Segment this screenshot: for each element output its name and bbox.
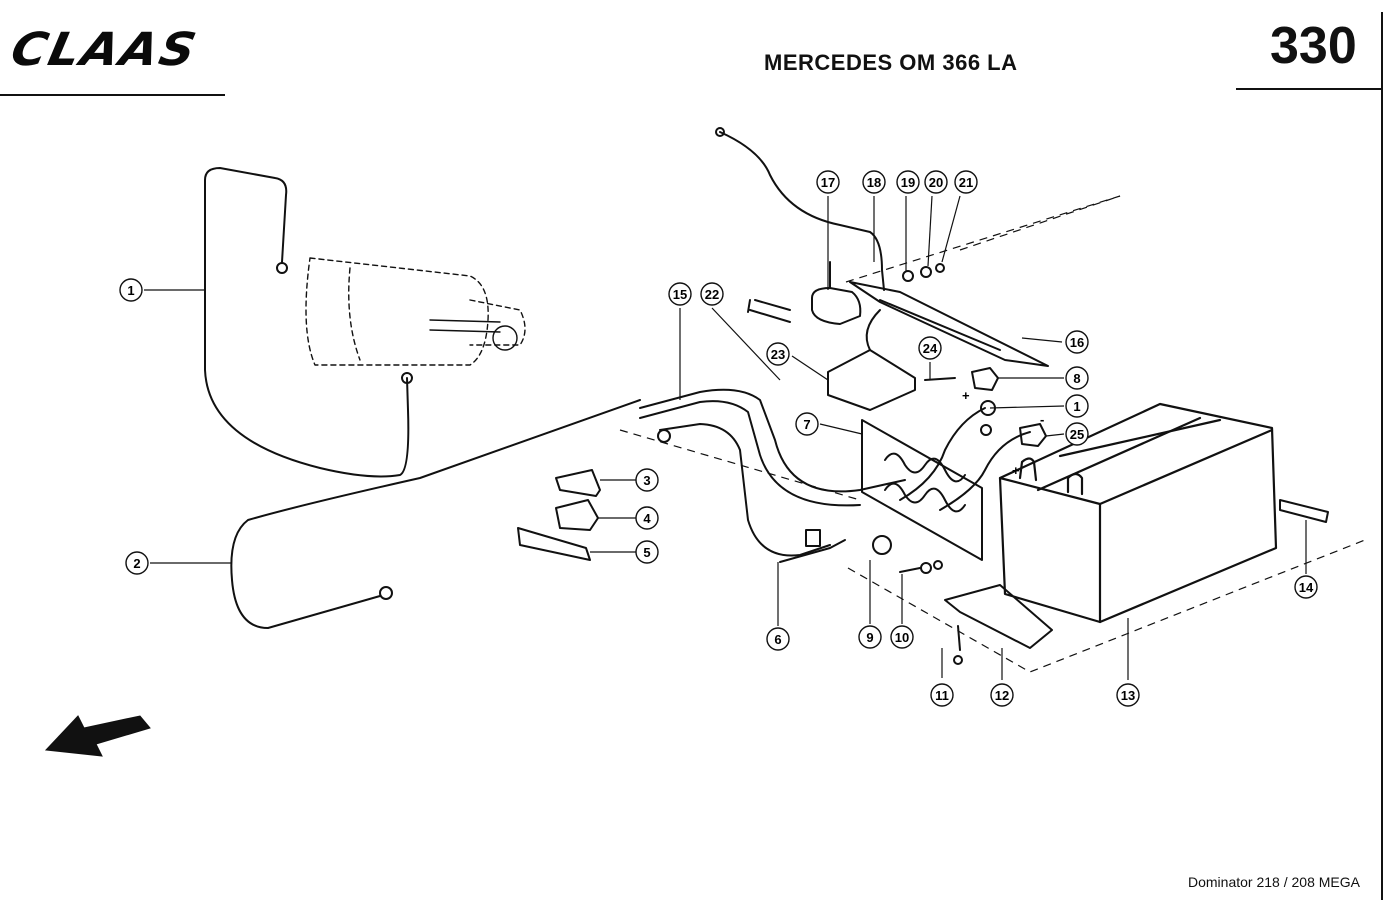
callout-19: 19 bbox=[896, 170, 920, 194]
callout-1-battery: 1 bbox=[1065, 394, 1089, 418]
washer-21 bbox=[935, 263, 945, 273]
callout-12: 12 bbox=[990, 683, 1014, 707]
callout-label: 23 bbox=[771, 347, 785, 362]
washer-19 bbox=[902, 270, 914, 282]
callout-label: 4 bbox=[643, 511, 651, 526]
battery-plus-mark: + bbox=[1012, 463, 1020, 478]
callout-1: 1 bbox=[119, 278, 143, 302]
callout-label: 22 bbox=[705, 287, 719, 302]
battery-13 bbox=[998, 402, 1278, 624]
callout-label: 24 bbox=[923, 341, 938, 356]
part-9-grommet bbox=[872, 535, 892, 555]
callout-2: 2 bbox=[125, 551, 149, 575]
plus-terminal-mark: + bbox=[962, 388, 970, 403]
cable-1-battery bbox=[899, 407, 986, 501]
callout-label: 9 bbox=[866, 630, 873, 645]
footer-model: Dominator 218 / 208 MEGA bbox=[1188, 874, 1360, 890]
cable-2 bbox=[230, 399, 641, 629]
cable-6-junction bbox=[779, 539, 846, 563]
part-25-clamp bbox=[1019, 423, 1047, 447]
callout-label: 15 bbox=[673, 287, 687, 302]
callout-label: 13 bbox=[1121, 688, 1135, 703]
callout-18: 18 bbox=[862, 170, 886, 194]
part-17-switch bbox=[747, 261, 862, 325]
cable-upper bbox=[719, 131, 885, 291]
starter-motor bbox=[305, 257, 526, 366]
part-23-box bbox=[827, 349, 916, 411]
callout-label: 16 bbox=[1070, 335, 1084, 350]
leader-lines bbox=[144, 195, 1307, 680]
callout-24: 24 bbox=[918, 336, 942, 360]
callout-5: 5 bbox=[635, 540, 659, 564]
callout-label: 14 bbox=[1299, 580, 1314, 595]
callout-16: 16 bbox=[1065, 330, 1089, 354]
callout-17: 17 bbox=[816, 170, 840, 194]
callout-label: 1 bbox=[127, 283, 134, 298]
callout-label: 10 bbox=[895, 630, 909, 645]
cable-1-starter bbox=[204, 167, 288, 286]
callout-14: 14 bbox=[1294, 575, 1318, 599]
callout-22: 22 bbox=[700, 282, 724, 306]
minus-terminal-mark: - bbox=[1040, 412, 1044, 427]
callout-label: 20 bbox=[929, 175, 943, 190]
part-4-block bbox=[555, 499, 599, 531]
callout-21: 21 bbox=[954, 170, 978, 194]
arrow-down-left-icon bbox=[44, 715, 151, 757]
page-title: MERCEDES OM 366 LA bbox=[764, 50, 1018, 75]
part-8-clamp bbox=[971, 367, 999, 391]
washer-20 bbox=[920, 266, 932, 278]
callout-label: 18 bbox=[867, 175, 881, 190]
callout-25: 25 bbox=[1065, 422, 1089, 446]
callout-7: 7 bbox=[795, 412, 819, 436]
callout-label: 21 bbox=[959, 175, 973, 190]
callout-label: 25 bbox=[1070, 427, 1084, 442]
callout-3: 3 bbox=[635, 468, 659, 492]
assembly-guide-lines bbox=[619, 195, 1366, 673]
callout-4: 4 bbox=[635, 506, 659, 530]
cable-15 bbox=[639, 388, 906, 493]
callout-label: 1 bbox=[1073, 399, 1080, 414]
callout-23: 23 bbox=[766, 342, 790, 366]
header-divider-left bbox=[0, 94, 225, 96]
starter-details bbox=[429, 319, 518, 351]
part-12-tray bbox=[944, 584, 1053, 649]
callout-15: 15 bbox=[668, 282, 692, 306]
callout-label: 2 bbox=[133, 556, 140, 571]
callout-label: 3 bbox=[643, 473, 650, 488]
part-11-screw bbox=[957, 625, 961, 651]
callout-6: 6 bbox=[766, 627, 790, 651]
bracket-16 bbox=[849, 281, 1049, 367]
bracket-7-plate bbox=[861, 419, 983, 561]
callout-label: 12 bbox=[995, 688, 1009, 703]
callout-label: 5 bbox=[643, 545, 650, 560]
callout-13: 13 bbox=[1116, 683, 1140, 707]
callout-label: 8 bbox=[1073, 371, 1080, 386]
part-14-strap bbox=[1279, 499, 1329, 523]
part-3-clip bbox=[555, 469, 601, 497]
callout-label: 11 bbox=[935, 688, 949, 703]
callout-10: 10 bbox=[890, 625, 914, 649]
part-10-bolt bbox=[899, 567, 921, 573]
callout-11: 11 bbox=[930, 683, 954, 707]
header-divider-right bbox=[1236, 88, 1382, 90]
part-5-bracket bbox=[517, 527, 591, 561]
callout-9: 9 bbox=[858, 625, 882, 649]
page-border-right bbox=[1381, 12, 1383, 900]
callout-label: 19 bbox=[901, 175, 915, 190]
callout-8: 8 bbox=[1065, 366, 1089, 390]
page-number: 330 bbox=[1270, 17, 1357, 75]
callout-label: 7 bbox=[803, 417, 810, 432]
callout-20: 20 bbox=[924, 170, 948, 194]
callout-label: 17 bbox=[821, 175, 835, 190]
callout-label: 6 bbox=[774, 632, 781, 647]
